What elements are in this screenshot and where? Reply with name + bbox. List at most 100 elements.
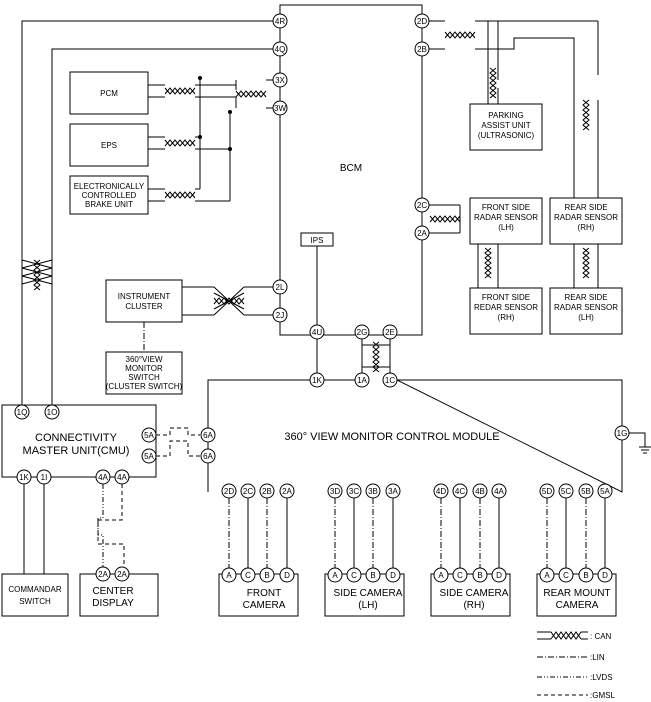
pin-d-front: D [284,571,290,580]
pin-4a-cmu-2: 4A [117,473,127,482]
pin-c-rear: C [563,571,569,580]
front-rh-label-3: (RH) [498,313,515,322]
pin-1i-cmu: 1I [41,473,48,482]
switch360-label-3: SWITCH [128,373,160,382]
cmu-label-2: MASTER UNIT(CMU) [23,445,130,457]
parking-box [469,103,543,151]
pin-4c-r: 4C [455,487,465,496]
rear-rh-label-2: RADAR SENSOR [554,213,618,222]
pin-5c-b: 5C [561,487,571,496]
rear-lh-label-1: REAR SIDE [564,293,607,302]
eps-label: EPS [101,141,117,150]
pin-3c-s: 3C [349,487,359,496]
pin-2g: 2G [357,328,368,337]
gmsl-cmu-360-b [156,440,200,457]
pin-2a-f: 2A [282,487,292,496]
front-cam-label-2: CAMERA [243,600,286,611]
commandar-label-2: SWITCH [19,597,51,606]
can-right-top [428,20,599,198]
parking-label-1: PARKING [488,111,523,120]
pin-2a-cd-1: 2A [98,570,108,579]
pin-2j: 2J [276,311,284,320]
rear-lh-label-3: (LH) [578,313,594,322]
pin-4a-cmu-1: 4A [98,473,108,482]
pin-4a-r: 4A [494,487,504,496]
front-rh-label-2: REDAR SENSOR [474,303,538,312]
gmsl-cmu-center-2 [97,484,125,568]
pin-b-front: B [264,571,269,580]
side-lh-label-1: SIDE CAMERA [334,588,403,599]
pin-2e: 2E [385,328,395,337]
pin-1o-cmu: 1O [47,408,58,417]
rear-rh-label-3: (RH) [578,223,595,232]
pin-2a: 2A [417,229,427,238]
commandar-box [1,573,69,617]
pin-5d-b: 5D [542,487,552,496]
front-lh-label-1: FRONT SIDE [482,203,530,212]
can-cluster [182,286,274,316]
front-lh-box [469,197,543,245]
pin-3d-s: 3D [330,487,340,496]
parking-label-3: (ULTRASONIC) [478,131,535,140]
eps-box [69,123,149,167]
pin-2b-f: 2B [262,487,272,496]
pin-5b-b: 5B [581,487,591,496]
rear-rh-label-1: REAR SIDE [564,203,607,212]
center-label-1: CENTER [92,586,133,597]
legend-lvds: :LVDS [590,673,613,682]
can-bcm-360 [361,339,391,373]
pin-a-side-rh: A [438,571,444,580]
can-bus-left [148,76,274,202]
front-lh-label-3: (LH) [498,223,514,232]
pin-1q-cmu: 1Q [17,408,28,417]
legend-gmsl: :GMSL [590,691,615,700]
cluster-box [105,279,183,323]
pin-d-side-lh: D [390,571,396,580]
rear-cam-label-1: REAR MOUNT [543,588,610,599]
legend: : CAN :LIN :LVDS :GMSL [537,631,615,700]
pin-a-rear: A [544,571,550,580]
can-twist-cmu [21,259,53,285]
pcm-box [69,71,149,115]
ips-label: IPS [311,236,324,245]
module360-label: 360° VIEW MONITOR CONTROL MODULE [284,431,499,443]
pins-360: 1K 1A 1C 6A 6A 1G [200,372,630,464]
pin-2b: 2B [417,45,427,54]
pin-4b-r: 4B [475,487,485,496]
switch360-box [105,351,183,395]
pins-camera-connectors: 2D 2C 2B 2A 3D 3C 3B 3A 4D 4C 4B 4A 5D 5… [221,483,613,499]
pin-2d-f: 2D [224,487,234,496]
center-box [79,573,159,617]
pins-cameras: A C B D A C B D A C B D A C B D [221,567,613,583]
pin-3x: 3X [275,76,285,85]
pin-2l: 2L [276,283,285,292]
pin-5a-b: 5A [600,487,610,496]
lvds-cmu-center-1 [97,484,104,568]
pin-5a-cmu-2: 5A [144,452,154,461]
pin-1k-cmu: 1K [19,473,29,482]
pins-bcm: 4R 4Q 3X 3W 2D 2B 2C 2A 2L 2J 4U 2G 2E [272,13,430,340]
parking-label-2: ASSIST UNIT [481,121,530,130]
rear-rh-box [549,197,623,245]
pin-3a-s: 3A [388,487,398,496]
side-rh-label-1: SIDE CAMERA [440,588,509,599]
side-rh-label-2: (RH) [463,600,484,611]
pin-1c-360: 1C [385,376,395,385]
ebu-box [69,175,149,215]
ground-symbol [639,446,651,454]
pin-5a-cmu-1: 5A [144,431,154,440]
pin-4u: 4U [312,328,322,337]
pin-2c: 2C [417,201,427,210]
pin-2a-cd-2: 2A [117,570,127,579]
legend-lin: :LIN [590,653,605,662]
rear-cam-label-2: CAMERA [556,600,599,611]
pin-a-front: A [226,571,232,580]
legend-can: : CAN [590,632,612,641]
ground-wire [628,432,646,447]
pcm-label: PCM [100,89,118,98]
ebu-label-3: BRAKE UNIT [85,200,133,209]
ebu-label-1: ELECTRONICALLY [74,182,145,191]
commandar-label-1: COMMANDAR [8,585,62,594]
rear-lh-label-2: RADAR SENSOR [554,303,618,312]
